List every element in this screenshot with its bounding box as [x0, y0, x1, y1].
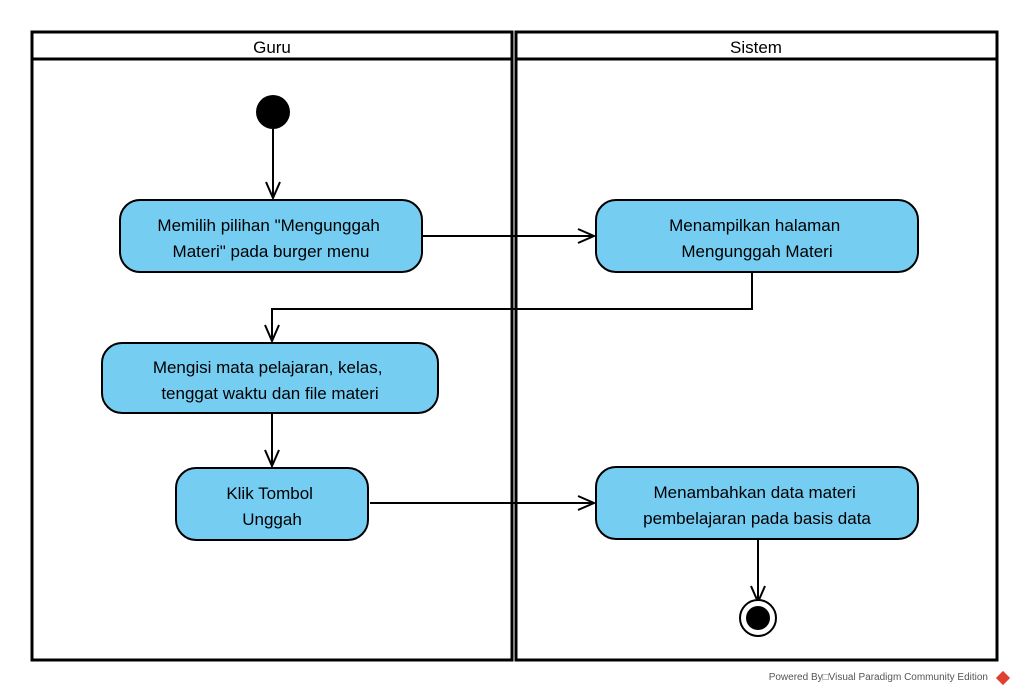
flow-a2-to-a3: [264, 272, 753, 344]
powered-by-text: Powered By□Visual Paradigm Community Edi…: [768, 672, 988, 683]
svg-text:Klik Tombol Unggah: Klik Tombol Unggah: [226, 484, 317, 529]
activity-mengisi-mata-pelajaran: Mengisi mata pelajaran, kelas, tenggat w…: [101, 342, 439, 414]
final-node: [739, 599, 777, 637]
initial-node: [256, 95, 290, 129]
footer-powered-by: Powered By□Visual Paradigm Community Edi…: [768, 670, 1011, 685]
activity-mengisi-line1: Mengisi mata pelajaran, kelas,: [153, 358, 383, 377]
swimlane-title-guru: Guru: [253, 38, 291, 57]
activity-mengisi-line2: tenggat waktu dan file materi: [161, 384, 378, 403]
activity-klik-tombol-line1: Klik Tombol: [226, 484, 313, 503]
activity-menampilkan-halaman: Menampilkan halaman Mengunggah Materi: [595, 199, 919, 273]
svg-text:Menampilkan halaman Meng: Menampilkan halaman Mengunggah Materi: [669, 216, 845, 261]
activity-menambahkan-data: Menambahkan data materi pembelajaran pad…: [595, 466, 919, 540]
activity-memilih-pilihan-line1: Memilih pilihan "Mengunggah: [157, 216, 379, 235]
svg-text:Memilih pilihan "Mengunggah: Memilih pilihan "Mengunggah Materi" pada…: [157, 216, 384, 261]
activity-klik-tombol-line2: Unggah: [242, 510, 302, 529]
svg-text:Mengisi mata pelajaran, kelas,: Mengisi mata pelajaran, kelas, tenggat w…: [153, 358, 387, 403]
activity-menampilkan-halaman-line2: Mengunggah Materi: [681, 242, 832, 261]
swimlane-title-sistem: Sistem: [730, 38, 782, 57]
activity-memilih-pilihan: Memilih pilihan "Mengunggah Materi" pada…: [119, 199, 423, 273]
activity-menambahkan-line2: pembelajaran pada basis data: [643, 509, 871, 528]
visual-paradigm-logo-icon: [995, 670, 1011, 685]
activity-menambahkan-line1: Menambahkan data materi: [654, 483, 856, 502]
activity-memilih-pilihan-line2: Materi" pada burger menu: [173, 242, 370, 261]
swimlane-sistem: Sistem: [514, 30, 999, 662]
swimlane-guru: Guru: [30, 30, 514, 662]
activity-klik-tombol-unggah: Klik Tombol Unggah: [175, 467, 369, 541]
svg-text:Menambahkan data materi: Menambahkan data materi pembelajaran pad…: [643, 483, 871, 528]
activity-menampilkan-halaman-line1: Menampilkan halaman: [669, 216, 840, 235]
